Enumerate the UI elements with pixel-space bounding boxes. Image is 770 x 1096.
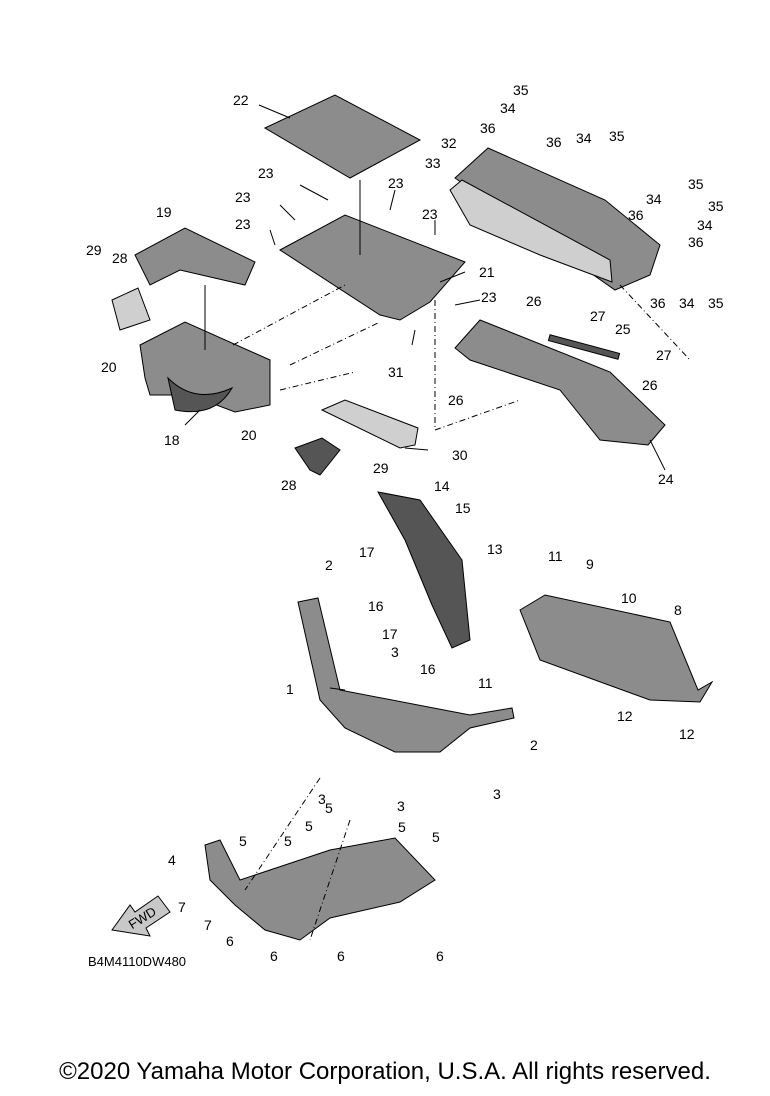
callout: 25 <box>615 321 631 337</box>
part-28-lower-bracket <box>294 437 341 476</box>
callout: 16 <box>420 661 436 677</box>
callout: 35 <box>513 82 529 98</box>
drawing-code: B4M4110DW480 <box>88 954 186 969</box>
callout: 2 <box>530 737 538 753</box>
callout: 15 <box>455 500 471 516</box>
callout: 11 <box>548 548 563 564</box>
callout: 23 <box>258 165 274 181</box>
callout: 27 <box>656 347 672 363</box>
callout: 9 <box>586 556 594 572</box>
callout: 35 <box>609 128 625 144</box>
fwd-arrow-icon: FWD <box>111 895 171 937</box>
callout: 6 <box>436 948 444 964</box>
callout: 27 <box>590 308 606 324</box>
part-32-shield <box>454 147 661 291</box>
callout: 7 <box>178 899 186 915</box>
callout: 18 <box>164 432 180 448</box>
parts-diagram: FWD 22 23 23 23 23 23 23 19 29 28 20 18 … <box>86 82 724 969</box>
callout: 14 <box>434 478 450 494</box>
callout: 5 <box>305 818 313 834</box>
callout: 35 <box>688 176 704 192</box>
callout: 12 <box>679 726 695 742</box>
callout: 7 <box>204 917 212 933</box>
part-13-guard <box>377 491 471 649</box>
callout: 35 <box>708 198 724 214</box>
callout: 33 <box>425 155 441 171</box>
callout: 30 <box>452 447 468 463</box>
callout: 11 <box>478 675 493 691</box>
part-19-pad <box>134 227 256 286</box>
callout: 31 <box>388 364 404 380</box>
part-22-panel <box>263 94 422 179</box>
callout: 36 <box>688 234 704 250</box>
callout: 29 <box>373 460 389 476</box>
callout: 32 <box>441 135 457 151</box>
callout: 4 <box>168 852 176 868</box>
callout: 2 <box>325 557 333 573</box>
callout: 21 <box>479 264 495 280</box>
part-30-strip <box>320 399 419 449</box>
callout: 34 <box>646 191 662 207</box>
callout: 23 <box>481 289 497 305</box>
part-1-handlebar <box>297 597 515 753</box>
part-28-bracket <box>111 287 151 331</box>
callout: 3 <box>493 786 501 802</box>
callout: 26 <box>448 392 464 408</box>
callout: 36 <box>650 295 666 311</box>
part-33-shield <box>449 179 613 283</box>
callout: 35 <box>708 295 724 311</box>
callout: 34 <box>500 100 516 116</box>
part-25-bar <box>547 334 621 360</box>
callout: 17 <box>382 626 398 642</box>
callout: 24 <box>658 471 674 487</box>
callout: 12 <box>617 708 633 724</box>
callout: 13 <box>487 541 503 557</box>
callout: 36 <box>546 134 562 150</box>
callout: 5 <box>239 833 247 849</box>
callout: 23 <box>235 216 251 232</box>
part-21-cover <box>279 214 466 321</box>
callout: 19 <box>156 204 172 220</box>
callout: 34 <box>697 217 713 233</box>
callout: 16 <box>368 598 384 614</box>
callout: 6 <box>226 933 234 949</box>
callout: 5 <box>398 819 406 835</box>
callout: 23 <box>388 175 404 191</box>
callout: 5 <box>432 829 440 845</box>
callout-labels: 22 23 23 23 23 23 23 19 29 28 20 18 20 2… <box>86 82 724 964</box>
callout: 36 <box>628 207 644 223</box>
callout: 23 <box>422 206 438 222</box>
callout: 20 <box>241 427 257 443</box>
callout: 5 <box>325 800 333 816</box>
part-18-intake <box>167 376 234 413</box>
callout: 10 <box>621 590 637 606</box>
callout: 22 <box>233 92 249 108</box>
callout: 3 <box>391 644 399 660</box>
callout: 5 <box>284 833 292 849</box>
callout: 20 <box>101 359 117 375</box>
callout: 1 <box>286 681 294 697</box>
callout: 26 <box>526 293 542 309</box>
callout: 28 <box>112 250 128 266</box>
copyright-notice: ©2020 Yamaha Motor Corporation, U.S.A. A… <box>59 1058 711 1085</box>
callout: 29 <box>86 242 102 258</box>
callout: 6 <box>270 948 278 964</box>
callout: 23 <box>235 189 251 205</box>
callout: 3 <box>397 798 405 814</box>
part-8-fender <box>519 594 714 703</box>
callout: 26 <box>642 377 658 393</box>
callout: 34 <box>679 295 695 311</box>
part-4-skid-plate <box>204 837 436 941</box>
callout: 34 <box>576 130 592 146</box>
callout: 8 <box>674 602 682 618</box>
callout: 28 <box>281 477 297 493</box>
callout: 3 <box>318 791 326 807</box>
callout: 6 <box>337 948 345 964</box>
callout: 17 <box>359 544 375 560</box>
callout: 36 <box>480 120 496 136</box>
part-24-shield <box>454 319 666 446</box>
